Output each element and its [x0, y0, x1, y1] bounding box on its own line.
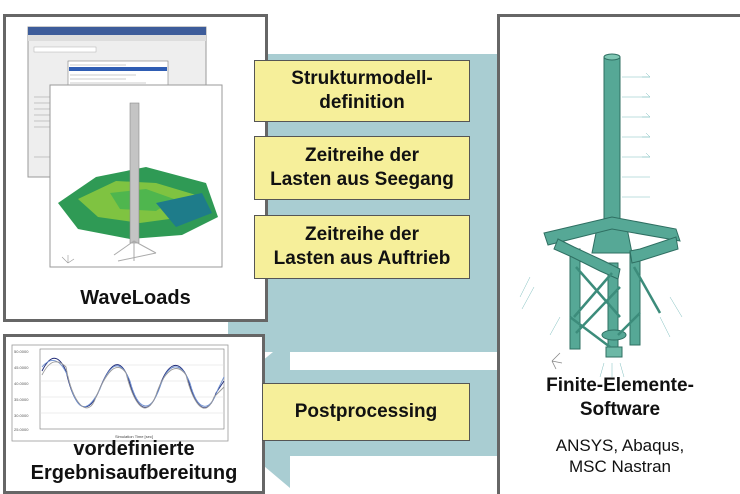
fem-panel: Finite-Elemente- Software ANSYS, Abaqus,…	[497, 14, 740, 494]
result-panel: 50.0000 45.0000 40.0000 35.0000 30.0000 25.0…	[3, 334, 265, 494]
waveloads-label: WaveLoads	[80, 287, 191, 309]
svg-text:30.0000: 30.0000	[14, 413, 29, 418]
fem-structure-model	[519, 53, 683, 378]
step-postprocessing: Postprocessing	[262, 383, 470, 441]
result-chart-thumbnail: 50.0000 45.0000 40.0000 35.0000 30.0000 25.0…	[11, 344, 229, 442]
plot-x-axis-label: Simulation Time [sec]	[115, 434, 153, 439]
fem-software-label: Finite-Elemente- Software	[546, 375, 694, 420]
result-label: vordefinierte Ergebnisaufbereitung	[30, 438, 238, 484]
svg-text:45.0000: 45.0000	[14, 365, 29, 370]
svg-text:25.0000: 25.0000	[14, 427, 29, 432]
svg-text:50.0000: 50.0000	[14, 349, 29, 354]
step-structure-model: Strukturmodell- definition	[254, 60, 470, 122]
step-buoyancy-loads: Zeitreihe der Lasten aus Auftrieb	[254, 215, 470, 279]
svg-text:35.0000: 35.0000	[14, 397, 29, 402]
waveloads-screenshot	[27, 26, 223, 268]
fem-products-label: ANSYS, Abaqus, MSC Nastran	[555, 436, 685, 476]
step-sea-state-loads: Zeitreihe der Lasten aus Seegang	[254, 136, 470, 200]
waveloads-panel: WaveLoads	[3, 14, 268, 322]
svg-text:40.0000: 40.0000	[14, 381, 29, 386]
